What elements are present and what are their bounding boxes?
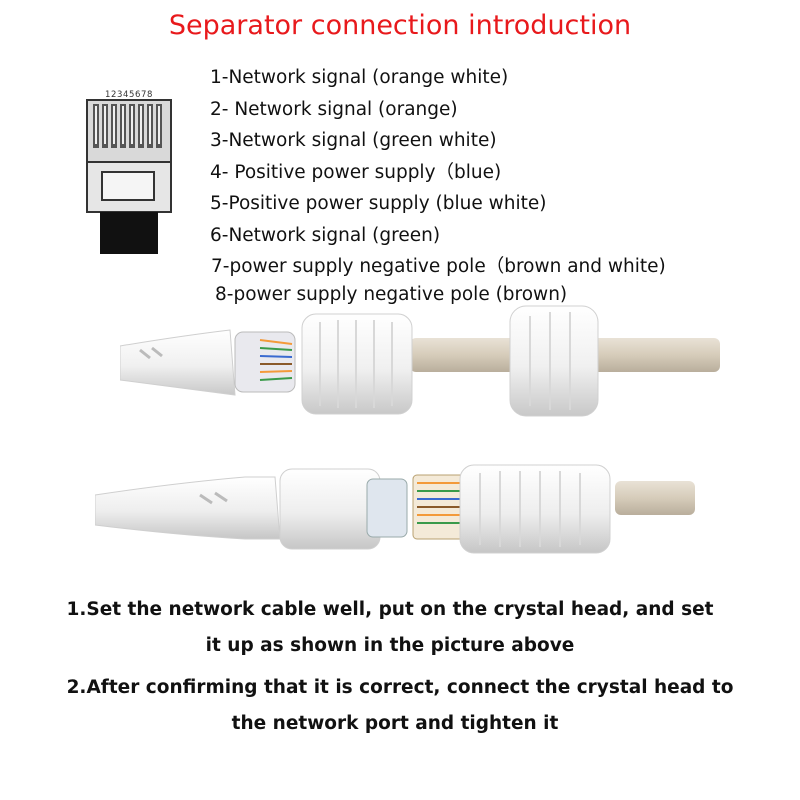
pin-item-4: 4- Positive power supply（blue) <box>210 161 502 183</box>
rj45-connector-icon: 12345678 <box>86 90 172 254</box>
step-1-line-1: 1.Set the network cable well, put on the… <box>66 599 714 620</box>
pin-numbers-label: 12345678 <box>105 90 153 100</box>
step-2-line-1: 2.After confirming that it is correct, c… <box>66 677 734 698</box>
connector-disassembled-photo <box>120 305 720 417</box>
pin-list: 1-Network signal (orange white) 2- Netwo… <box>210 62 666 310</box>
step-2-line-2: the network port and tighten it <box>231 713 559 734</box>
instructions: 1.Set the network cable well, put on the… <box>0 592 800 742</box>
pin-item-3: 3-Network signal (green white) <box>210 130 497 151</box>
pin-item-8: 8-power supply negative pole (brown) <box>215 283 568 305</box>
pin-item-1: 1-Network signal (orange white) <box>210 67 509 88</box>
pin-item-2: 2- Network signal (orange) <box>210 98 458 120</box>
connector-assembled-photo <box>95 464 695 554</box>
page-title: Separator connection introduction <box>168 10 632 41</box>
pin-item-7: 7-power supply negative pole（brown and w… <box>211 256 666 277</box>
pin-item-5: 5-Positive power supply (blue white) <box>210 193 547 214</box>
step-1-line-2: it up as shown in the picture above <box>205 635 575 656</box>
pin-item-6: 6-Network signal (green) <box>210 224 441 246</box>
